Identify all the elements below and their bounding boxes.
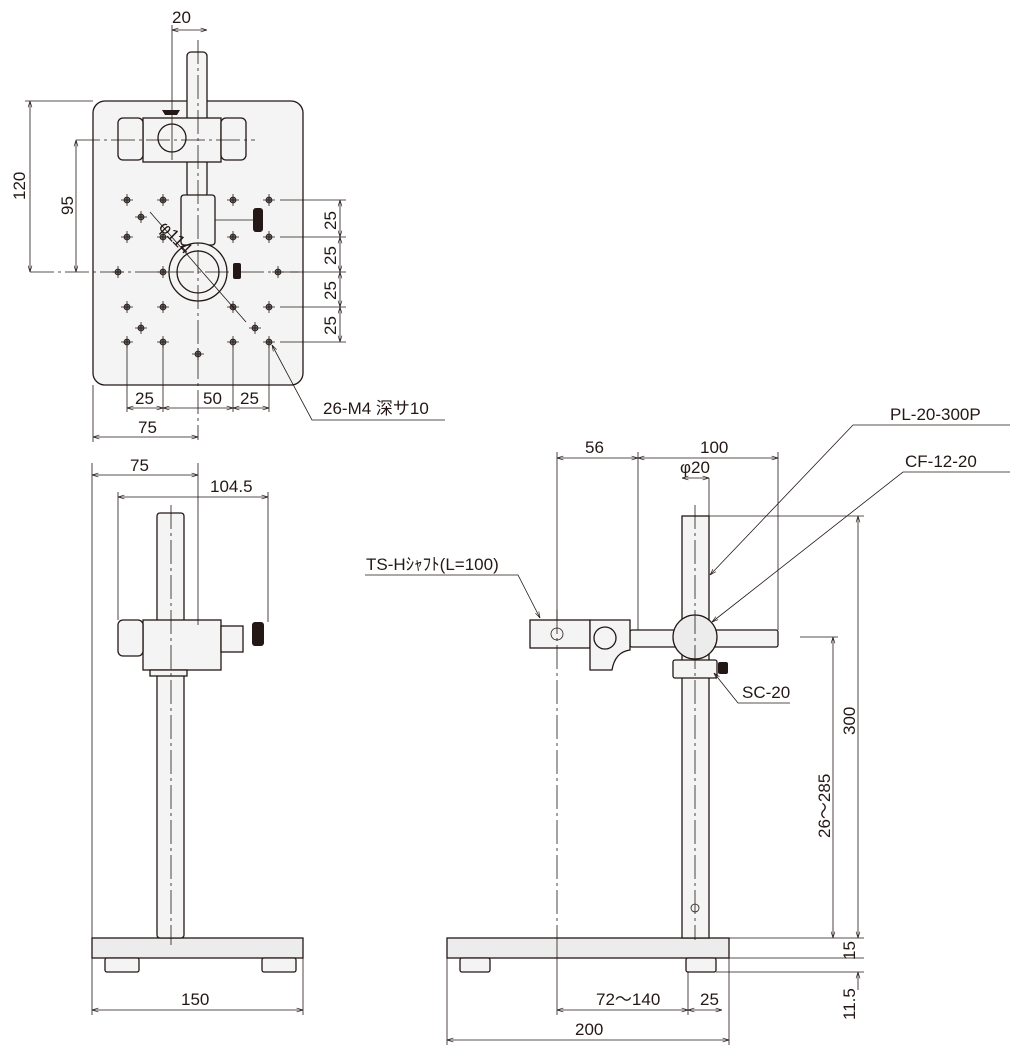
- svg-text:25: 25: [321, 211, 340, 230]
- base: [91, 937, 304, 959]
- svg-text:300: 300: [840, 707, 859, 735]
- label-shaft: TS-Hｼｬﾌﾄ(L=100): [366, 555, 499, 574]
- label-stop-collar: SC-20: [742, 683, 790, 702]
- front-view: 75 104.5 150: [91, 456, 304, 1015]
- svg-text:25: 25: [321, 316, 340, 335]
- clamp: [142, 619, 222, 671]
- dim-clamp-height: 95: [58, 196, 77, 215]
- svg-text:200: 200: [575, 1020, 603, 1039]
- top-view: φ114 20 120 95 25 25 25 25 25 50 25 75 2…: [10, 8, 445, 442]
- svg-text:72～140: 72～140: [596, 990, 660, 1009]
- dim-half-width: 75: [138, 418, 157, 437]
- pole: [156, 512, 185, 939]
- shaft-holder: [529, 619, 591, 649]
- svg-text:150: 150: [181, 990, 209, 1009]
- base: [446, 937, 730, 959]
- thumb-screw-icon: [162, 110, 180, 115]
- pole: [681, 515, 710, 939]
- svg-text:50: 50: [203, 389, 222, 408]
- svg-text:75: 75: [130, 456, 149, 475]
- svg-text:56: 56: [585, 438, 604, 457]
- svg-text:100: 100: [700, 438, 728, 457]
- label-pole: PL-20-300P: [890, 405, 981, 424]
- svg-text:φ20: φ20: [680, 458, 710, 477]
- svg-text:25: 25: [135, 389, 154, 408]
- svg-text:25: 25: [240, 389, 259, 408]
- dim-rod-width: 20: [172, 8, 191, 27]
- dim-pitch-vertical: 25 25 25 25: [280, 199, 346, 343]
- label-cross-clamp: CF-12-20: [905, 452, 977, 471]
- hole-note: 26-M4 深サ10: [323, 399, 429, 418]
- svg-text:26～285: 26～285: [815, 774, 834, 838]
- svg-text:104.5: 104.5: [210, 477, 253, 496]
- svg-text:11.5: 11.5: [840, 988, 859, 1020]
- left-knob: [117, 117, 144, 161]
- svg-text:25: 25: [321, 246, 340, 265]
- svg-text:15: 15: [840, 941, 859, 960]
- svg-text:25: 25: [321, 281, 340, 300]
- side-view: 56 100 φ20 300 26～285 15 11.5 72～140 25 …: [365, 405, 1010, 1045]
- right-knob: [220, 117, 247, 161]
- svg-text:25: 25: [700, 990, 719, 1009]
- dim-plate-height: 120: [10, 172, 29, 200]
